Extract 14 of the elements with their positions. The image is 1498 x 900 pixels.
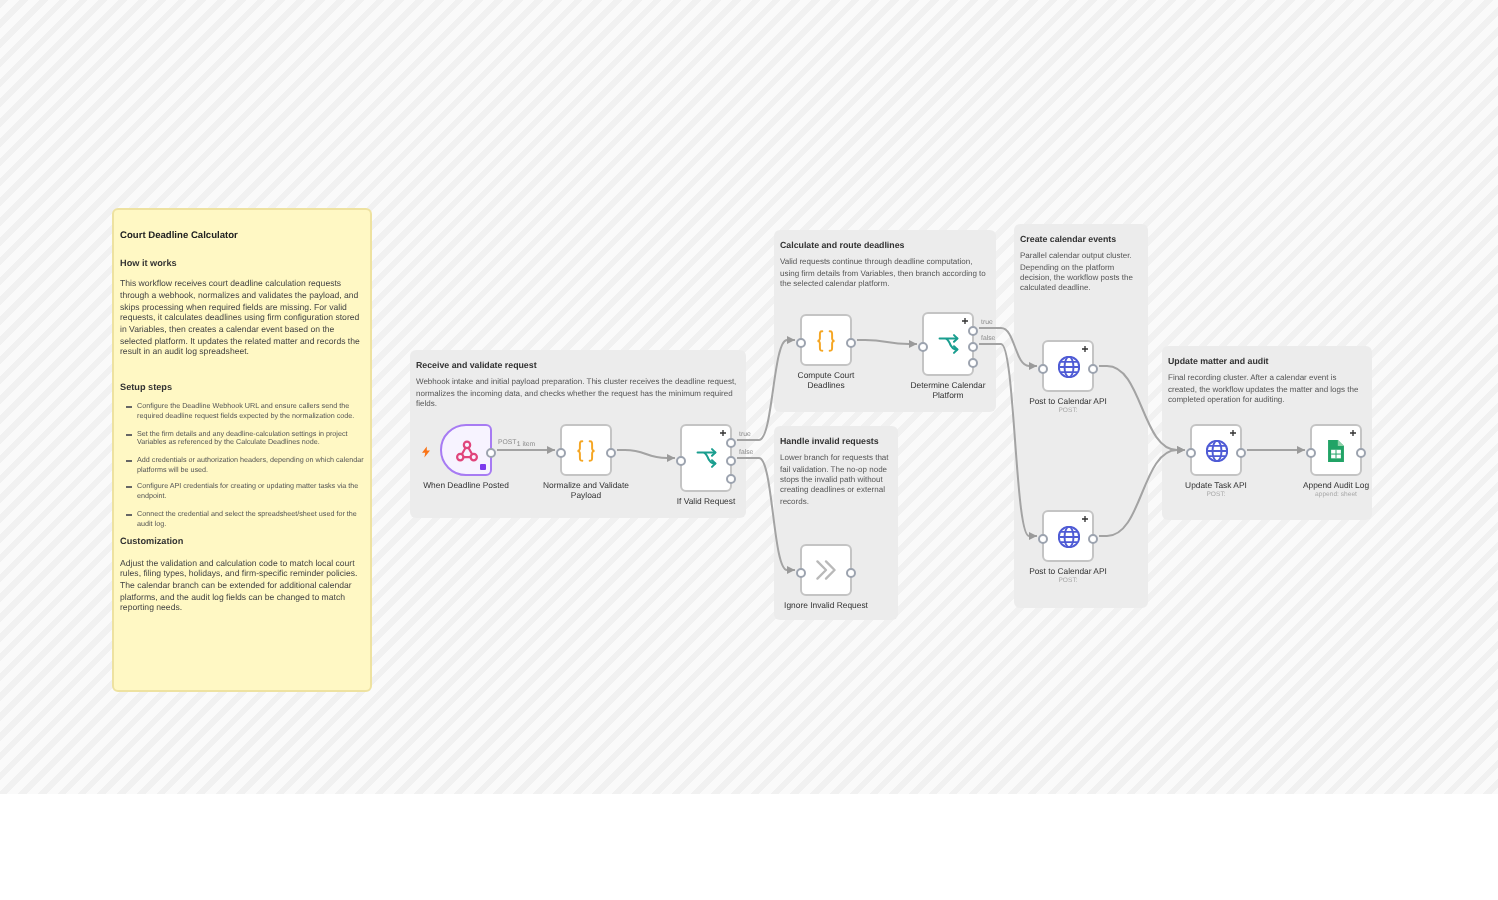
connector-arrow	[1098, 446, 1186, 537]
connector-arrow	[736, 336, 796, 441]
group-panel	[1014, 224, 1148, 608]
connector-arrow	[736, 457, 796, 574]
connector-arrow	[856, 339, 918, 348]
connector-arrow	[978, 327, 1038, 370]
sticky-note	[112, 208, 372, 692]
group-panel	[1162, 346, 1372, 520]
connector-arrow	[496, 446, 556, 454]
group-panel	[774, 426, 898, 620]
connector-arrow	[1246, 446, 1306, 454]
connector-arrow	[978, 343, 1038, 540]
group-panel	[774, 230, 996, 412]
connector-arrow	[616, 449, 676, 462]
